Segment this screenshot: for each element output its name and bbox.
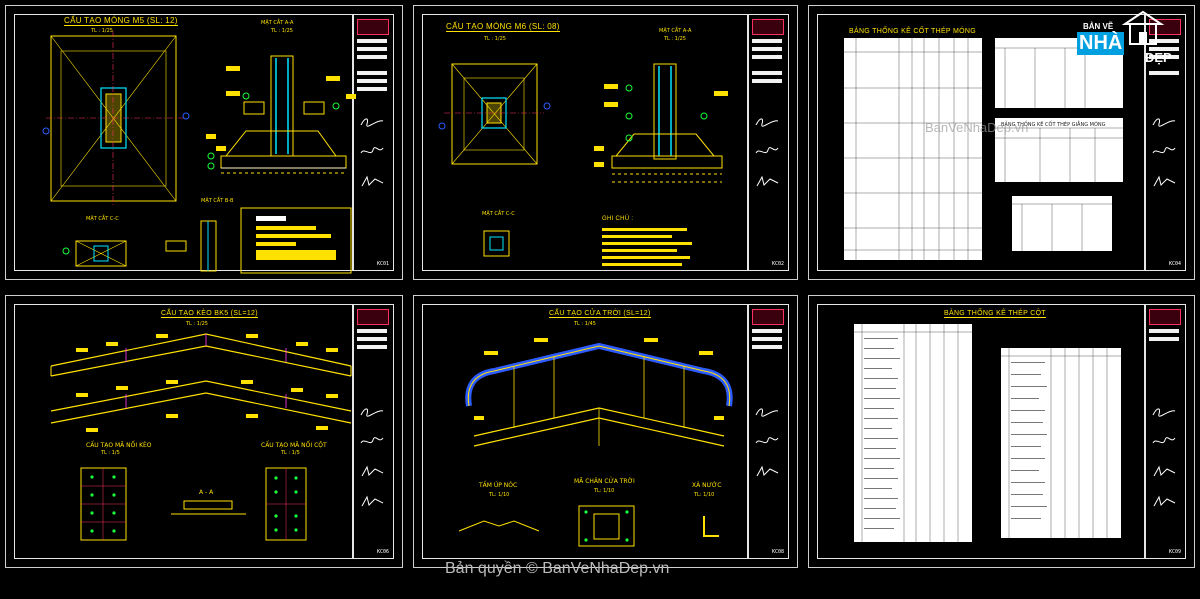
sheet-border xyxy=(14,14,354,271)
signature-icon xyxy=(360,118,384,127)
logo-text: NHÀ xyxy=(1077,32,1125,55)
sheet-border xyxy=(422,14,749,271)
title-block: KC09 xyxy=(1144,304,1186,559)
brand-logo: BẢN VẼ NHÀ ĐẸP xyxy=(1075,10,1195,70)
detail-title: CẤU TẠO MÃ NỐI CỘT xyxy=(261,442,327,449)
signature-icon xyxy=(1153,175,1176,187)
faint-watermark: BanVeNhaDep.vn xyxy=(925,120,1029,135)
section-title: MẶT CẮT C-C xyxy=(482,211,515,217)
sheet-border xyxy=(14,304,354,559)
company-logo xyxy=(752,19,784,35)
drawing-title: CẤU TẠO KÈO BK5 (SL=12) xyxy=(161,310,258,318)
section-title: MẶT CẮT A-A xyxy=(659,28,692,34)
signature-icon xyxy=(755,147,779,154)
company-logo xyxy=(357,19,389,35)
rebar-table xyxy=(844,38,982,260)
steel-table xyxy=(1001,348,1121,538)
steel-table xyxy=(854,324,972,542)
drawing-sheet-4[interactable]: KC06 CẤU TẠO KÈO BK5 (SL=12) TL : 1/25 C… xyxy=(5,295,403,568)
sheet-border xyxy=(817,14,1146,271)
sheet-code: KC01 xyxy=(377,261,390,267)
sheet-border xyxy=(817,304,1146,559)
section-title: A - A xyxy=(199,489,214,496)
signature-icon xyxy=(755,408,779,417)
detail-scale: TL : 1/5 xyxy=(281,450,300,456)
detail-scale: TL: 1/10 xyxy=(594,488,615,494)
signature-icon xyxy=(1152,437,1176,444)
detail-scale: TL: 1/10 xyxy=(489,492,510,498)
signature-icon xyxy=(756,465,779,477)
company-logo xyxy=(1149,309,1181,325)
copyright-watermark: Bản quyền © BanVeNhaDep.vn xyxy=(445,560,670,577)
foundation-drawing xyxy=(438,63,728,266)
drawing-title: CẤU TẠO CỬA TRỜI (SL=12) xyxy=(549,310,651,318)
drawing-sheet-1[interactable]: KC01 CẤU TẠO MÓNG M5 (SL: 12) TL : 1/25 … xyxy=(5,5,403,280)
foundation-drawing xyxy=(42,31,356,274)
signature-icon xyxy=(360,437,384,444)
detail-title: MÃ CHÂN CỬA TRỜI xyxy=(574,478,635,485)
signature-icon xyxy=(1152,408,1176,417)
house-logo-icon xyxy=(1121,10,1165,45)
title-block: KC02 xyxy=(747,14,789,271)
signature-icon xyxy=(1153,495,1176,507)
signature-icon xyxy=(361,175,384,187)
rebar-table xyxy=(995,118,1123,182)
detail-title: CẤU TẠO MÃ NỐI KÈO xyxy=(86,442,152,449)
signature-icon xyxy=(755,118,779,127)
signature-icon xyxy=(360,147,384,154)
signature-icon xyxy=(1153,465,1176,477)
drawing-scale: TL : 1/25 xyxy=(91,28,113,34)
drawing-title: CẤU TẠO MÓNG M6 (SL: 08) xyxy=(446,22,560,32)
section-scale: TL : 1/25 xyxy=(664,36,686,42)
signature-icon xyxy=(361,495,384,507)
skylight-drawing xyxy=(458,338,733,547)
signature-icon xyxy=(1152,147,1176,154)
logo-text: BẢN VẼ xyxy=(1083,22,1114,31)
drawing-scale: TL : 1/25 xyxy=(484,36,506,42)
section-scale: TL : 1/25 xyxy=(271,28,293,34)
drawing-sheet-5[interactable]: KC08 CẤU TẠO CỬA TRỜI (SL=12) TL : 1/45 … xyxy=(413,295,798,568)
drawing-scale: TL : 1/25 xyxy=(186,321,208,327)
logo-text: ĐẸP xyxy=(1145,50,1172,65)
signature-icon xyxy=(1152,118,1176,127)
rebar-table xyxy=(1012,196,1112,251)
drawing-title: BẢNG THỐNG KÊ CỐT THÉP MÓNG xyxy=(849,28,976,35)
table-title: BẢNG THỐNG KÊ CỐT THÉP GIẰNG MÓNG xyxy=(1001,122,1106,128)
section-title: MẶT CẮT C-C xyxy=(86,216,119,222)
drawing-scale: TL : 1/45 xyxy=(574,321,596,327)
detail-title: XÀ NƯỚC xyxy=(692,482,722,489)
title-block: KC06 xyxy=(352,304,394,559)
truss-drawing xyxy=(50,333,352,541)
signature-icon xyxy=(755,437,779,444)
sheet-code: KC09 xyxy=(1169,549,1182,555)
drawing-sheet-6[interactable]: KC09 BẢNG THỐNG KÊ THÉP CỘT xyxy=(808,295,1195,568)
detail-scale: TL : 1/5 xyxy=(101,450,120,456)
company-logo xyxy=(752,309,784,325)
title-block: KC01 xyxy=(352,14,394,271)
sheet-code: KC04 xyxy=(1169,261,1182,267)
drawing-title: CẤU TẠO MÓNG M5 (SL: 12) xyxy=(64,16,178,26)
drawing-title: BẢNG THỐNG KÊ THÉP CỘT xyxy=(944,310,1046,318)
detail-title: TẤM ÚP NÓC xyxy=(479,482,518,489)
detail-scale: TL: 1/10 xyxy=(694,492,715,498)
signature-icon xyxy=(756,175,779,187)
section-title: MẶT CẮT B-B xyxy=(201,198,234,204)
sheet-code: KC02 xyxy=(772,261,785,267)
company-logo xyxy=(357,309,389,325)
title-block: KC08 xyxy=(747,304,789,559)
notes-title: GHI CHÚ : xyxy=(602,216,634,222)
sheet-border xyxy=(422,304,749,559)
sheet-code: KC08 xyxy=(772,549,785,555)
drawing-sheet-2[interactable]: KC02 CẤU TẠO MÓNG M6 (SL: 08) TL : 1/25 … xyxy=(413,5,798,280)
sheet-code: KC06 xyxy=(377,549,390,555)
section-title: MẶT CẮT A-A xyxy=(261,20,294,26)
signature-icon xyxy=(360,408,384,417)
signature-icon xyxy=(361,465,384,477)
